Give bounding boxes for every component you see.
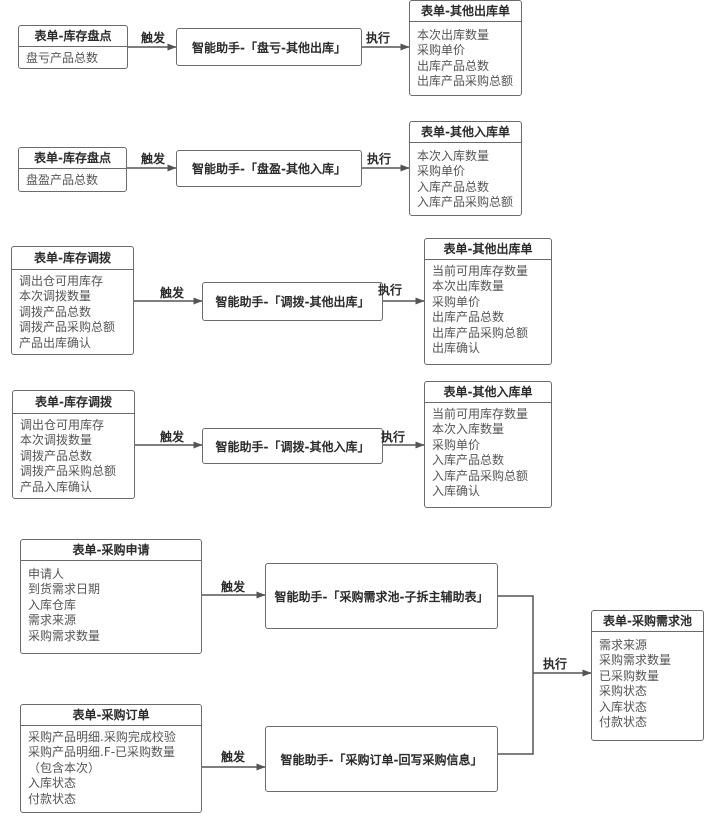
- form-field: 入库产品采购总额: [432, 468, 529, 483]
- form-field: 入库产品总数: [432, 453, 505, 468]
- form-field: 采购需求数量: [599, 653, 672, 668]
- execute-label: 执行: [381, 430, 406, 444]
- form-field: 产品出库确认: [19, 335, 92, 350]
- merge-connector: [498, 595, 534, 755]
- target-form-other-inbound: 表单-其他入库单 当前可用库存数量 本次入库数量 采购单价 入库产品总数 入库产…: [424, 381, 552, 508]
- source-form-inventory-transfer: 表单-库存调拨 调出仓可用库存 本次调拨数量 调拨产品总数 调拨产品采购总额 产…: [12, 390, 135, 499]
- form-title: 表单-采购申请: [21, 540, 201, 561]
- form-field: 本次调拨数量: [20, 433, 93, 448]
- form-field: 采购产品明细.F-已采购数量: [28, 745, 176, 760]
- form-fields: 当前可用库存数量 本次出库数量 采购单价 出库产品总数 出库产品采购总额 出库确…: [425, 260, 551, 356]
- form-fields: 当前可用库存数量 本次入库数量 采购单价 入库产品总数 入库产品采购总额 入库确…: [425, 403, 551, 499]
- form-field: 调出仓可用库存: [20, 418, 105, 432]
- trigger-label: 触发: [221, 580, 246, 594]
- form-field: 采购状态: [599, 684, 648, 699]
- form-fields: 调出仓可用库存 本次调拨数量 调拨产品总数 调拨产品采购总额 产品出库确认: [12, 270, 133, 351]
- source-form-inventory-count: 表单-库存盘点 盘亏产品总数: [18, 25, 128, 69]
- form-field: 出库确认: [432, 341, 481, 356]
- source-form-inventory-count: 表单-库存盘点 盘盈产品总数: [18, 147, 127, 192]
- form-field: 采购产品明细.采购完成校验: [28, 730, 176, 744]
- form-title: 表单-库存调拨: [12, 247, 133, 270]
- form-field: 采购需求数量: [28, 628, 101, 643]
- form-title: 表单-采购订单: [21, 705, 201, 726]
- trigger-label: 触发: [141, 152, 166, 166]
- form-field: 需求来源: [599, 638, 648, 652]
- form-field: 本次入库数量: [417, 149, 490, 163]
- form-field: 入库产品采购总额: [417, 195, 514, 210]
- form-fields: 本次出库数量 采购单价 出库产品总数 出库产品采购总额: [410, 22, 521, 90]
- source-form-inventory-transfer: 表单-库存调拨 调出仓可用库存 本次调拨数量 调拨产品总数 调拨产品采购总额 产…: [11, 246, 134, 355]
- form-field: 入库产品总数: [417, 179, 490, 194]
- form-fields: 本次入库数量 采购单价 入库产品总数 入库产品采购总额: [410, 143, 521, 211]
- execute-label: 执行: [543, 657, 568, 671]
- form-field: 调拨产品总数: [19, 304, 92, 319]
- form-fields: 申请人 到货需求日期 入库仓库 需求来源 采购需求数量: [21, 561, 201, 644]
- form-field: 入库仓库: [28, 597, 77, 612]
- form-field: 当前可用库存数量: [432, 407, 529, 421]
- form-fields: 采购产品明细.采购完成校验 采购产品明细.F-已采购数量 （包含本次） 入库状态…: [21, 726, 201, 807]
- assistant-box: 智能助手-「调拨-其他入库」: [202, 428, 383, 464]
- form-field: 采购单价: [432, 437, 481, 452]
- form-field: 本次出库数量: [432, 279, 505, 294]
- execute-label: 执行: [366, 31, 391, 45]
- target-form-other-inbound: 表单-其他入库单 本次入库数量 采购单价 入库产品总数 入库产品采购总额: [409, 121, 522, 216]
- execute-label: 执行: [378, 283, 403, 297]
- form-field: 调拨产品采购总额: [19, 320, 116, 335]
- form-field: 需求来源: [28, 613, 77, 628]
- form-field: 调出仓可用库存: [19, 274, 104, 288]
- assistant-box: 智能助手-「采购需求池-子拆主辅助表」: [265, 563, 498, 629]
- form-field: 本次入库数量: [432, 422, 505, 437]
- assistant-box: 智能助手-「采购订单-回写采购信息」: [265, 726, 498, 792]
- form-field: 已采购数量: [599, 668, 660, 683]
- source-form-purchase-request: 表单-采购申请 申请人 到货需求日期 入库仓库 需求来源 采购需求数量: [20, 539, 202, 654]
- target-form-other-outbound: 表单-其他出库单 本次出库数量 采购单价 出库产品总数 出库产品采购总额: [409, 0, 522, 96]
- trigger-label: 触发: [160, 430, 185, 444]
- form-field: 调拨产品总数: [20, 448, 93, 463]
- form-field: 当前可用库存数量: [432, 264, 529, 278]
- form-title: 表单-库存盘点: [19, 26, 127, 47]
- trigger-label: 触发: [221, 750, 246, 764]
- target-form-other-outbound: 表单-其他出库单 当前可用库存数量 本次出库数量 采购单价 出库产品总数 出库产…: [424, 238, 552, 365]
- form-field: 入库状态: [599, 699, 648, 714]
- form-field: 采购单价: [417, 164, 466, 179]
- form-field: 采购单价: [432, 294, 481, 309]
- form-title: 表单-其他出库单: [410, 1, 521, 22]
- form-field: 申请人: [28, 567, 65, 581]
- form-field: 入库确认: [432, 484, 481, 499]
- form-field: 付款状态: [599, 715, 648, 730]
- form-field: 盘盈产品总数: [26, 173, 99, 187]
- form-field: 付款状态: [28, 791, 77, 806]
- form-field: 入库状态: [28, 776, 77, 791]
- trigger-label: 触发: [160, 286, 185, 300]
- form-fields: 需求来源 采购需求数量 已采购数量 采购状态 入库状态 付款状态: [592, 632, 703, 730]
- form-title: 表单-库存调拨: [13, 391, 134, 414]
- form-title: 表单-采购需求池: [592, 611, 703, 632]
- form-fields: 调出仓可用库存 本次调拨数量 调拨产品总数 调拨产品采购总额 产品入库确认: [13, 414, 134, 495]
- form-field: 到货需求日期: [28, 582, 101, 597]
- form-field: 出库产品总数: [417, 58, 490, 73]
- form-title: 表单-其他出库单: [425, 239, 551, 260]
- form-field: 盘亏产品总数: [26, 51, 99, 65]
- assistant-box: 智能助手-「盘盈-其他入库」: [176, 150, 362, 187]
- form-field: 本次出库数量: [417, 28, 490, 42]
- target-form-purchase-demand-pool: 表单-采购需求池 需求来源 采购需求数量 已采购数量 采购状态 入库状态 付款状…: [591, 610, 704, 741]
- form-title: 表单-其他入库单: [425, 382, 551, 403]
- form-title: 表单-库存盘点: [19, 148, 126, 169]
- source-form-purchase-order: 表单-采购订单 采购产品明细.采购完成校验 采购产品明细.F-已采购数量 （包含…: [20, 704, 202, 813]
- form-field: 调拨产品采购总额: [20, 464, 117, 479]
- form-fields: 盘盈产品总数: [19, 169, 126, 188]
- form-field: （包含本次）: [28, 760, 101, 775]
- form-field: 本次调拨数量: [19, 289, 92, 304]
- form-field: 产品入库确认: [20, 479, 93, 494]
- form-field: 出库产品采购总额: [417, 74, 514, 89]
- form-title: 表单-其他入库单: [410, 122, 521, 143]
- form-fields: 盘亏产品总数: [19, 47, 127, 66]
- execute-label: 执行: [367, 152, 392, 166]
- form-field: 出库产品采购总额: [432, 325, 529, 340]
- assistant-box: 智能助手-「调拨-其他出库」: [202, 282, 383, 321]
- form-field: 出库产品总数: [432, 310, 505, 325]
- form-field: 采购单价: [417, 43, 466, 58]
- assistant-box: 智能助手-「盘亏-其他出库」: [176, 28, 362, 66]
- trigger-label: 触发: [141, 31, 166, 45]
